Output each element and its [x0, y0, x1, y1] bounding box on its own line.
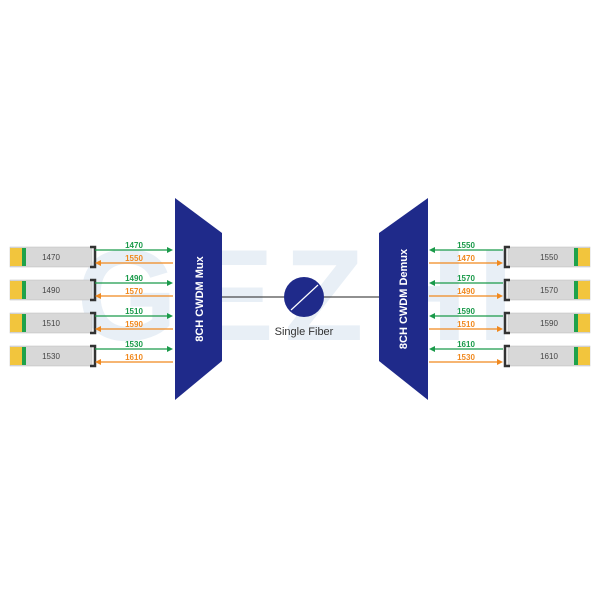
module-wavelength: 1490 — [42, 286, 60, 295]
channel-1530: 1530 1530 1610 — [9, 340, 173, 368]
module-wavelength: 1550 — [540, 253, 558, 262]
rx-arrow-arrowhead-icon — [497, 359, 503, 365]
transceiver-module: 1470 — [9, 245, 97, 269]
rx-arrow-arrowhead-icon — [497, 326, 503, 332]
module-wavelength: 1590 — [540, 319, 558, 328]
rx-wavelength-label: 1570 — [125, 287, 143, 296]
rx-wavelength-label: 1490 — [457, 287, 475, 296]
module-wavelength: 1470 — [42, 253, 60, 262]
tx-wavelength-label: 1610 — [457, 340, 475, 349]
tx-wavelength-label: 1510 — [125, 307, 143, 316]
channel-1490: 1490 1490 1570 — [9, 274, 173, 302]
module-wavelength: 1570 — [540, 286, 558, 295]
rx-wavelength-label: 1550 — [125, 254, 143, 263]
tx-arrow-arrowhead-icon — [167, 346, 173, 352]
transceiver-module: 1530 — [9, 344, 97, 368]
rx-arrow-arrowhead-icon — [95, 260, 101, 266]
rx-wavelength-label: 1610 — [125, 353, 143, 362]
fiber-label: Single Fiber — [275, 326, 334, 338]
tx-arrow-arrowhead-icon — [167, 247, 173, 253]
transceiver-module: 1610 — [503, 344, 591, 368]
tx-arrow-arrowhead-icon — [429, 346, 435, 352]
tx-arrow-arrowhead-icon — [429, 313, 435, 319]
channel-1550: 1550 1550 1470 — [429, 241, 591, 269]
tx-arrow-arrowhead-icon — [167, 280, 173, 286]
transceiver-module: 1510 — [9, 311, 97, 335]
tx-wavelength-label: 1490 — [125, 274, 143, 283]
transceiver-module: 1490 — [9, 278, 97, 302]
transceiver-module: 1550 — [503, 245, 591, 269]
tx-wavelength-label: 1530 — [125, 340, 143, 349]
channel-1610: 1610 1610 1530 — [429, 340, 591, 368]
rx-arrow-arrowhead-icon — [95, 326, 101, 332]
tx-wavelength-label: 1550 — [457, 241, 475, 250]
rx-wavelength-label: 1510 — [457, 320, 475, 329]
rx-arrow-arrowhead-icon — [95, 293, 101, 299]
transceiver-module: 1590 — [503, 311, 591, 335]
tx-arrow-arrowhead-icon — [429, 280, 435, 286]
rx-wavelength-label: 1530 — [457, 353, 475, 362]
demux-device — [379, 198, 428, 400]
rx-wavelength-label: 1470 — [457, 254, 475, 263]
demux-label: 8CH CWDM Demux — [398, 248, 410, 349]
fiber-coupler-icon — [284, 277, 324, 317]
channel-1590: 1590 1590 1510 — [429, 307, 591, 335]
mux-device — [175, 198, 222, 400]
module-wavelength: 1510 — [42, 319, 60, 328]
transceiver-module: 1570 — [503, 278, 591, 302]
rx-arrow-arrowhead-icon — [497, 293, 503, 299]
module-wavelength: 1610 — [540, 352, 558, 361]
tx-wavelength-label: 1590 — [457, 307, 475, 316]
rx-wavelength-label: 1590 — [125, 320, 143, 329]
channel-1510: 1510 1510 1590 — [9, 307, 173, 335]
rx-arrow-arrowhead-icon — [497, 260, 503, 266]
module-wavelength: 1530 — [42, 352, 60, 361]
tx-arrow-arrowhead-icon — [167, 313, 173, 319]
channel-1470: 1470 1470 1550 — [9, 241, 173, 269]
tx-wavelength-label: 1470 — [125, 241, 143, 250]
tx-arrow-arrowhead-icon — [429, 247, 435, 253]
tx-wavelength-label: 1570 — [457, 274, 475, 283]
mux-label: 8CH CWDM Mux — [194, 255, 206, 341]
rx-arrow-arrowhead-icon — [95, 359, 101, 365]
channel-1570: 1570 1570 1490 — [429, 274, 591, 302]
